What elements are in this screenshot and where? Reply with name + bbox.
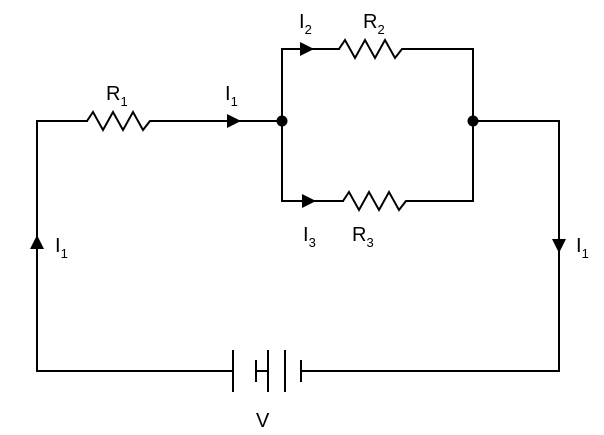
- label-i1-right: I1: [576, 235, 589, 261]
- resistor-r3: [342, 189, 411, 213]
- arrow-i1-left: [30, 235, 44, 249]
- battery: [232, 350, 302, 392]
- arrow-i1-top: [227, 114, 241, 128]
- arrow-i1-right: [552, 239, 566, 253]
- label-i1-left: I1: [55, 235, 68, 261]
- arrow-i2: [300, 42, 314, 56]
- label-i3: I3: [303, 224, 316, 250]
- label-r1: R1: [106, 83, 128, 109]
- label-i2: I2: [299, 11, 312, 37]
- junction-node-right: [467, 115, 479, 127]
- resistor-r2: [338, 37, 407, 61]
- label-i1-top: I1: [225, 83, 238, 109]
- label-battery-v: V: [256, 410, 270, 432]
- resistor-r1: [86, 109, 155, 133]
- arrow-i3: [302, 194, 316, 208]
- junction-node-left: [276, 115, 288, 127]
- label-r3: R3: [352, 224, 374, 250]
- label-r2: R2: [363, 11, 385, 37]
